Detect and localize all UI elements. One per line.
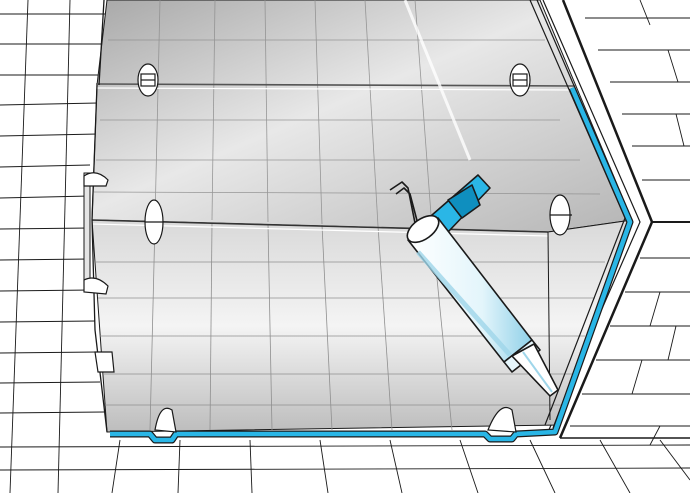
glass-panel-back — [92, 0, 632, 232]
glass-clip-icon — [510, 64, 530, 96]
glass-panel-front — [92, 220, 632, 432]
glass-clip-icon — [145, 200, 163, 244]
glass-clip-icon — [138, 64, 158, 96]
